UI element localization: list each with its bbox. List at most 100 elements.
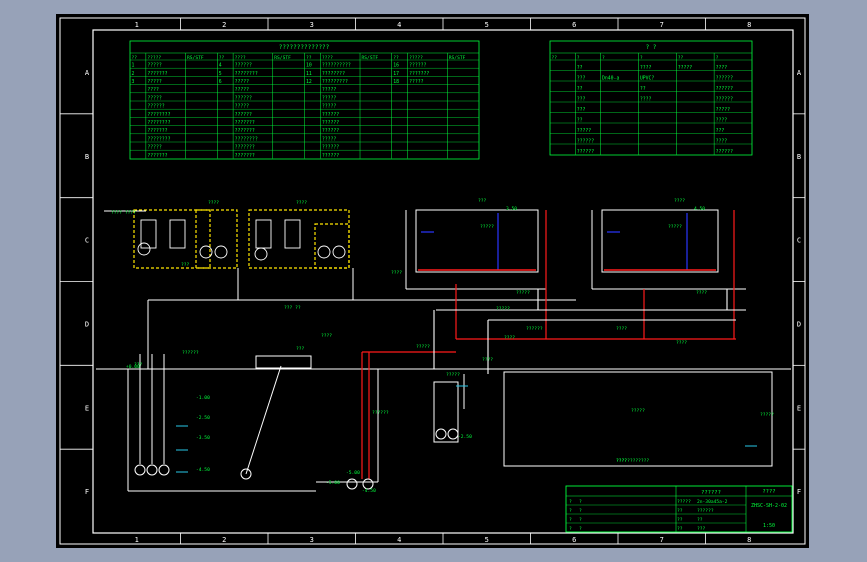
table-cell: ???????	[235, 128, 255, 134]
table-header-cell: RS/STF	[274, 55, 291, 61]
table-cell: ??????	[716, 96, 733, 102]
table-cell: ??????	[716, 86, 733, 92]
table-cell: ???	[577, 96, 586, 102]
title-block-cell: ??	[677, 517, 683, 523]
process-label: ????	[296, 200, 307, 206]
table-cell: ???	[577, 107, 586, 113]
process-label: ????	[482, 357, 493, 363]
table-header-cell: ?????	[147, 55, 161, 61]
grid-row-label-left: B	[85, 153, 89, 161]
process-label: ???? ????	[111, 210, 136, 216]
table-cell: UPVC?	[640, 75, 655, 81]
table-cell: ???	[577, 75, 586, 81]
table-cell: 10	[306, 63, 312, 69]
tank-left-label: ?????	[480, 224, 494, 230]
title-block-cell: ??????	[697, 508, 714, 514]
table-header-cell: ??	[132, 55, 138, 61]
title-block-cell: ??	[677, 508, 683, 514]
table-cell: 1	[132, 63, 135, 69]
table-cell: ????????	[235, 136, 258, 142]
grid-col-label-bottom: 4	[397, 536, 401, 544]
table-cell: ??????	[577, 149, 594, 155]
elevation-label: -4.50	[196, 467, 210, 473]
grid-row-label-right: E	[797, 404, 801, 412]
process-label: ????	[391, 270, 402, 276]
grid-row-label-right: C	[797, 237, 801, 245]
table-cell: ?????	[577, 128, 592, 134]
title-block-project: ????	[762, 489, 775, 495]
elevation-label: -3.50	[196, 435, 210, 441]
basin-right-label: ?????	[631, 408, 645, 414]
table-header-cell: ??	[219, 55, 225, 61]
table-header-cell: ??	[552, 55, 558, 61]
title-block-cell: ?	[569, 526, 572, 532]
process-annotations: ???? ??????????????? ???????????????????…	[111, 198, 774, 494]
table-cell: ???????	[147, 71, 167, 77]
legend-table-title: ? ?	[646, 44, 657, 51]
title-block-cell: ?	[579, 526, 582, 532]
process-label: ???	[478, 198, 487, 204]
water-level-markers	[176, 385, 757, 473]
process-label: ?????	[446, 372, 460, 378]
table-cell: ??????	[322, 153, 339, 159]
table-cell: ?????	[235, 87, 250, 93]
table-cell: ??????	[147, 104, 164, 110]
table-cell: 4	[219, 63, 222, 69]
table-cell: ????????	[235, 71, 258, 77]
table-cell: ????	[716, 138, 728, 144]
grid-row-label-left: D	[85, 320, 89, 328]
table-header-cell: ?	[577, 55, 580, 61]
grid-col-label-bottom: 6	[572, 536, 576, 544]
title-block-cell: ?????	[677, 499, 691, 505]
table-cell: ????	[640, 65, 652, 71]
grid-col-label-bottom: 5	[485, 536, 489, 544]
table-cell: ??????	[577, 138, 594, 144]
table-cell: ???????	[409, 71, 429, 77]
table-cell: ??	[577, 86, 583, 92]
grid-row-label-left: A	[85, 69, 90, 77]
outer-frame	[59, 17, 806, 545]
table-cell: ????????	[322, 71, 345, 77]
table-header-cell: ?????	[409, 55, 423, 61]
table-cell: ?????	[322, 136, 337, 142]
process-label: ????	[321, 333, 332, 339]
table-cell: ??	[640, 86, 646, 92]
table-cell: ?????	[716, 107, 731, 113]
grid-col-label-top: 5	[485, 21, 489, 29]
title-block-cell: ?	[569, 499, 572, 505]
grid-col-label-bottom: 1	[135, 536, 139, 544]
table-cell: 12	[306, 79, 312, 85]
table-cell: ??????	[322, 120, 339, 126]
process-label: ????	[616, 458, 627, 464]
table-cell: ?????	[322, 95, 337, 101]
process-label: ???	[181, 262, 190, 268]
table-cell: ??	[577, 65, 583, 71]
elevation-label: -1.00	[196, 395, 210, 401]
table-cell: ?????	[147, 95, 162, 101]
tank-right-label: ?????	[668, 224, 682, 230]
table-cell: ???????	[147, 128, 167, 134]
title-block: ?????? ???? ZHSC-SH-2-02 1:50 ???????2n-…	[565, 485, 793, 533]
table-cell: ??????	[409, 63, 426, 69]
process-label: ???	[296, 346, 305, 352]
table-cell: ????	[640, 96, 652, 102]
grid-col-label-top: 1	[135, 21, 139, 29]
grid-row-label-right: B	[797, 153, 801, 161]
table-header-cell: ??	[393, 55, 399, 61]
table-header-cell: ?	[716, 55, 719, 61]
table-header-cell: ?	[602, 55, 605, 61]
title-block-cell: ???	[697, 526, 706, 532]
table-cell: ?????	[322, 87, 337, 93]
basin-note: ????????????	[616, 458, 649, 464]
table-cell: ????	[716, 65, 728, 71]
table-cell: Dn40-a	[602, 75, 619, 81]
title-block-cell: ??	[697, 517, 703, 523]
grid-col-label-top: 7	[660, 21, 664, 29]
title-block-scale: 1:50	[763, 523, 775, 529]
table-cell: 16	[393, 63, 399, 69]
table-header-cell: ????	[235, 55, 246, 61]
table-cell: 11	[306, 71, 312, 77]
grid-col-label-bottom: 7	[660, 536, 664, 544]
grid-col-label-top: 6	[572, 21, 576, 29]
